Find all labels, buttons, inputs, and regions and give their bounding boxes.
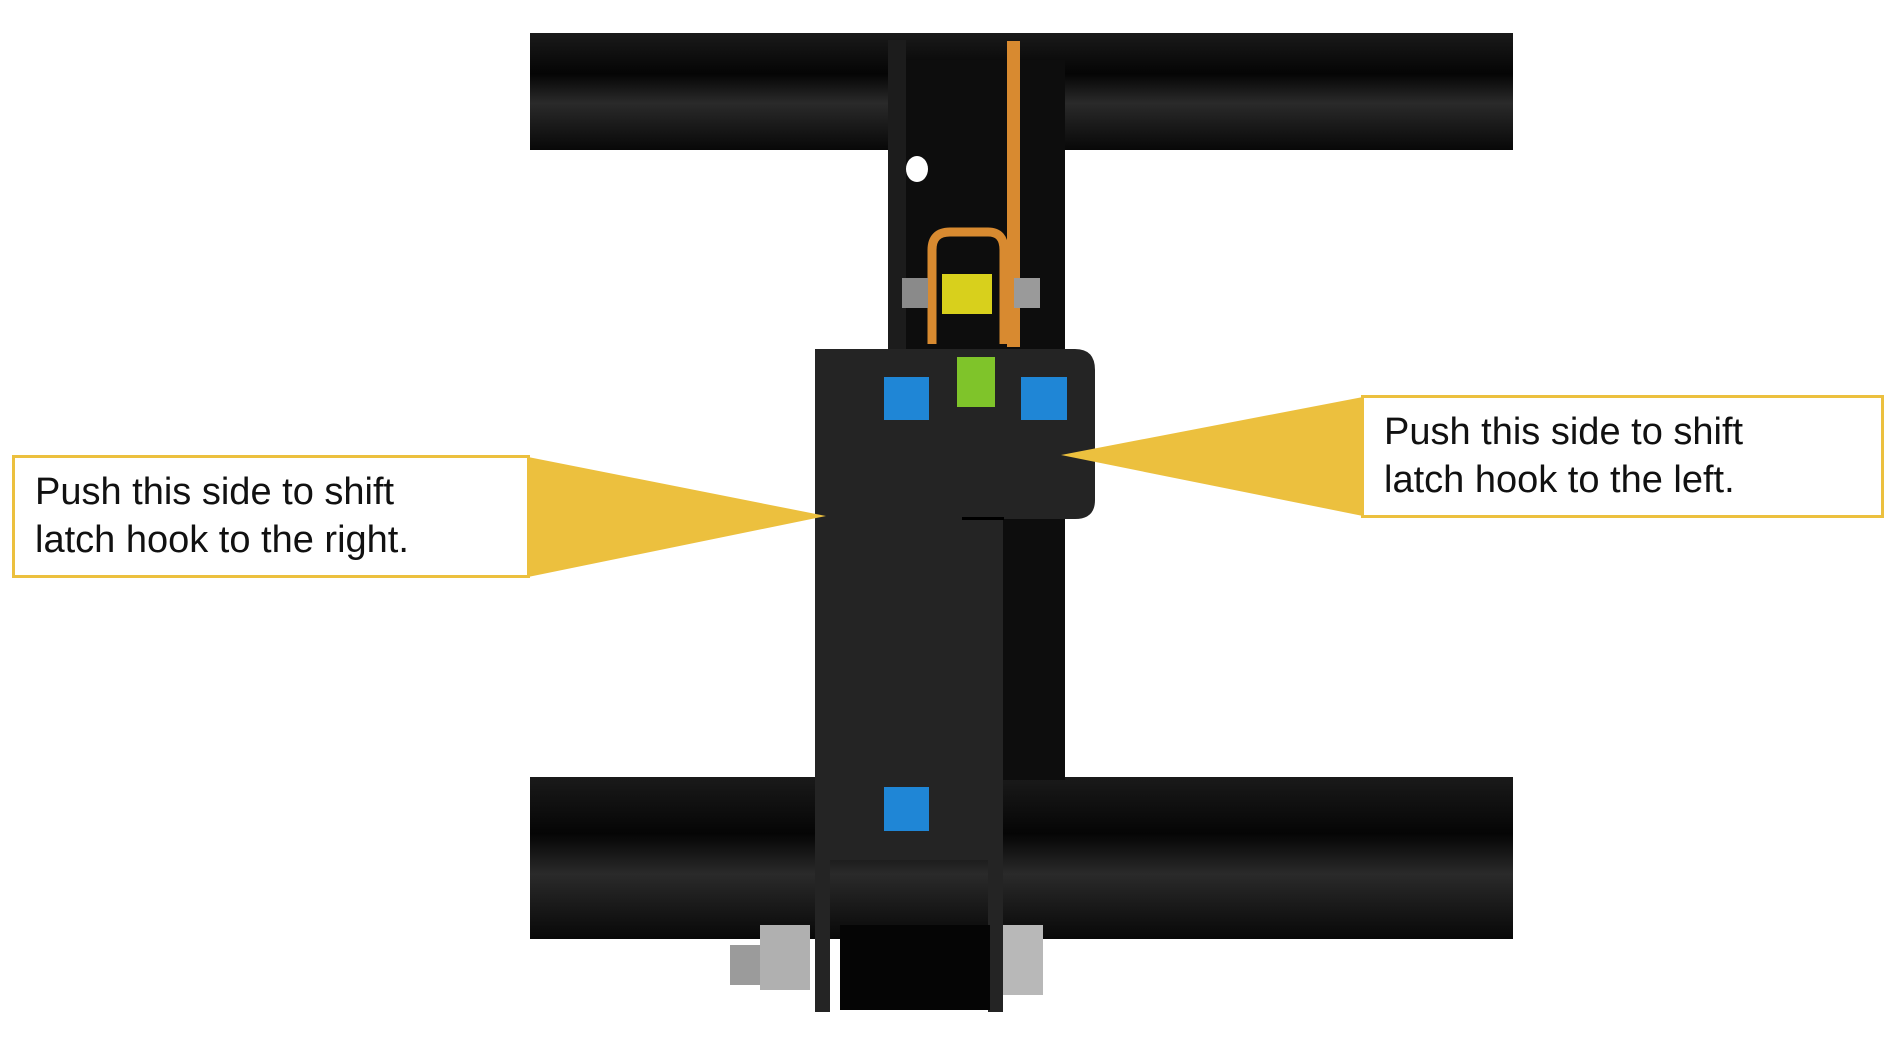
- right-callout-line1: Push this side to shift: [1384, 411, 1744, 453]
- left-callout: Push this side to shift latch hook to th…: [12, 455, 530, 578]
- blue-marker: [1021, 377, 1067, 420]
- green-marker: [957, 357, 995, 407]
- bottom-nut-right: [1003, 925, 1043, 995]
- latch-plate: [815, 349, 1095, 1012]
- bottom-crossbar: [530, 777, 1513, 939]
- right-callout-pointer: [1061, 397, 1363, 516]
- left-callout-line2: latch hook to the right.: [35, 519, 409, 561]
- orange-strap: [1007, 41, 1020, 347]
- blue-marker: [884, 787, 929, 831]
- left-callout-pointer: [528, 457, 826, 577]
- bottom-nut-left: [760, 925, 810, 990]
- bolt-left-nut: [902, 278, 928, 308]
- notch-line: [962, 517, 1004, 520]
- blue-marker: [884, 377, 929, 420]
- bottom-bolt: [730, 945, 760, 985]
- left-callout-line1: Push this side to shift: [35, 471, 395, 513]
- orange-loop: [927, 227, 1009, 344]
- bottom-roller: [840, 925, 990, 1010]
- mounting-hole: [906, 156, 928, 182]
- bolt-right-nut: [1014, 278, 1040, 308]
- yellow-roller: [942, 274, 992, 314]
- right-callout-line2: latch hook to the left.: [1384, 459, 1735, 501]
- left-plate-edge: [888, 40, 906, 360]
- right-callout: Push this side to shift latch hook to th…: [1361, 395, 1884, 518]
